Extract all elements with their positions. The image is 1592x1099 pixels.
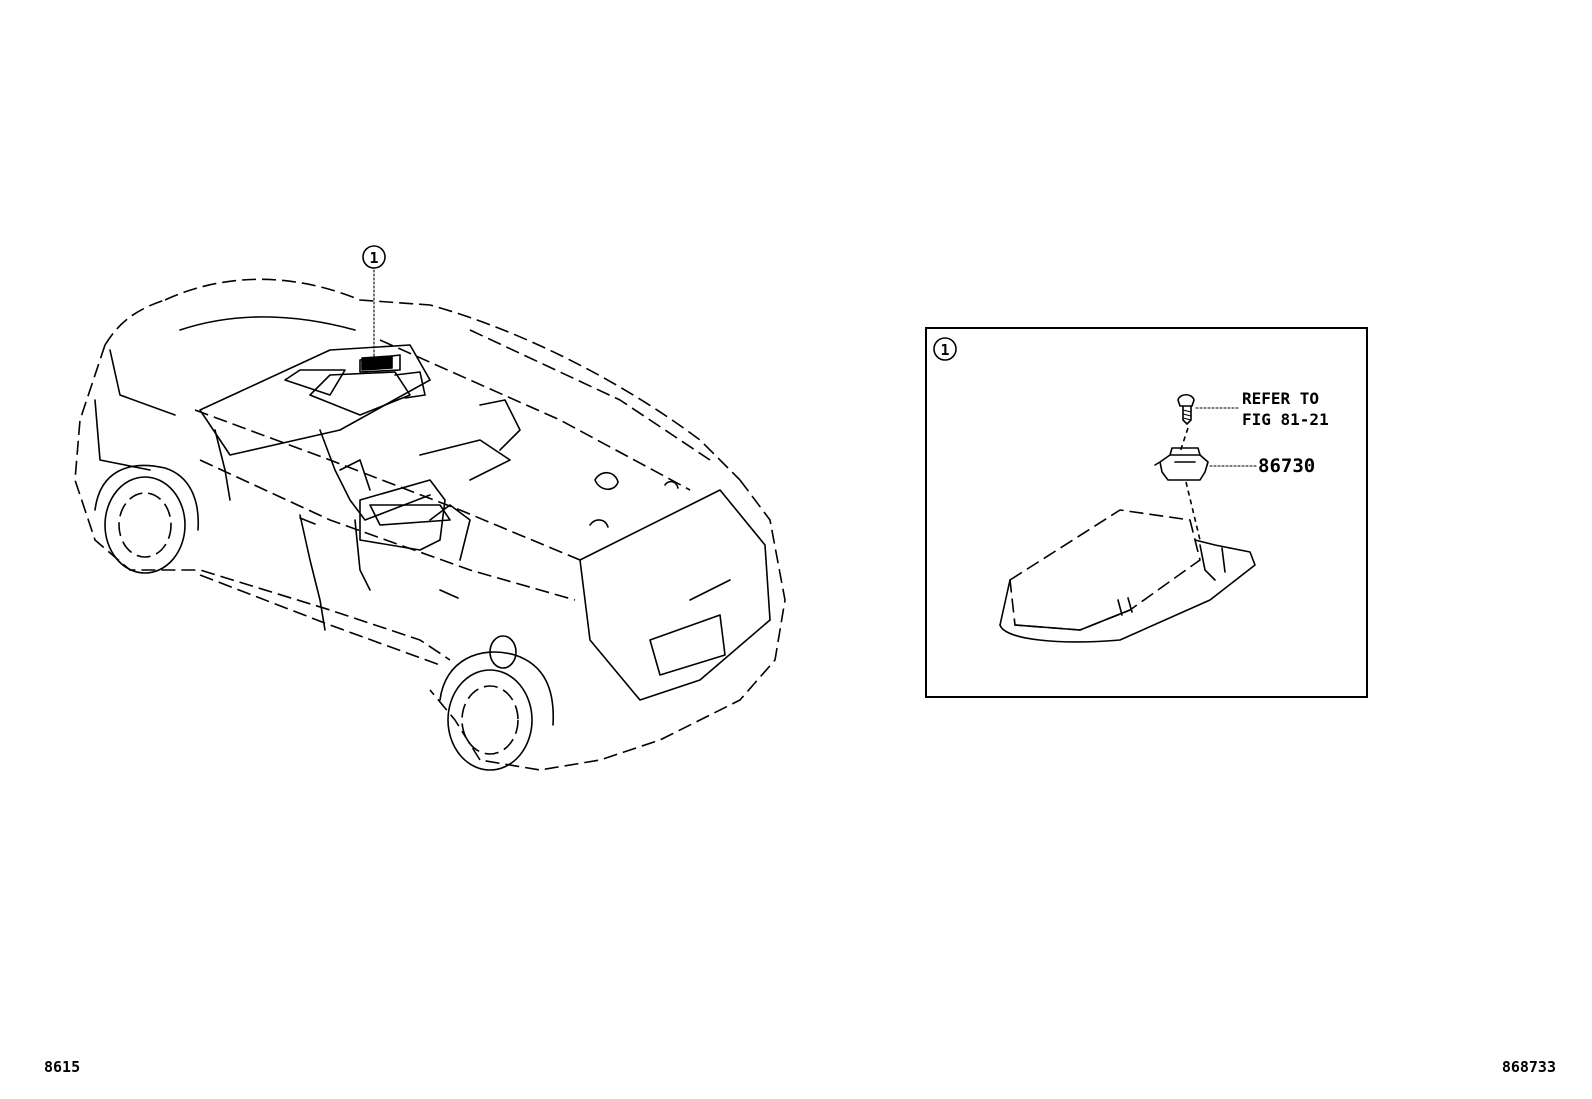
callout-1-detail-label: 1 (940, 341, 949, 359)
refer-to-label: REFER TO (1242, 389, 1319, 408)
figure-number: 8615 (44, 1058, 81, 1076)
sensor-part-86730 (1154, 447, 1209, 481)
illustration-number: 868733 (1501, 1058, 1556, 1076)
part-number-label: 86730 (1258, 455, 1315, 477)
callout-1-detail: 1 (933, 337, 957, 361)
refer-figure-label: FIG 81-21 (1242, 410, 1329, 429)
callout-1-main: 1 (362, 245, 386, 269)
screw-part (1177, 393, 1195, 425)
detail-box: 1 REFER TO FIG 81-21 86730 (925, 327, 1368, 698)
vehicle-illustration (74, 269, 786, 771)
callout-1-main-label: 1 (369, 249, 378, 267)
overhead-housing (999, 509, 1256, 643)
